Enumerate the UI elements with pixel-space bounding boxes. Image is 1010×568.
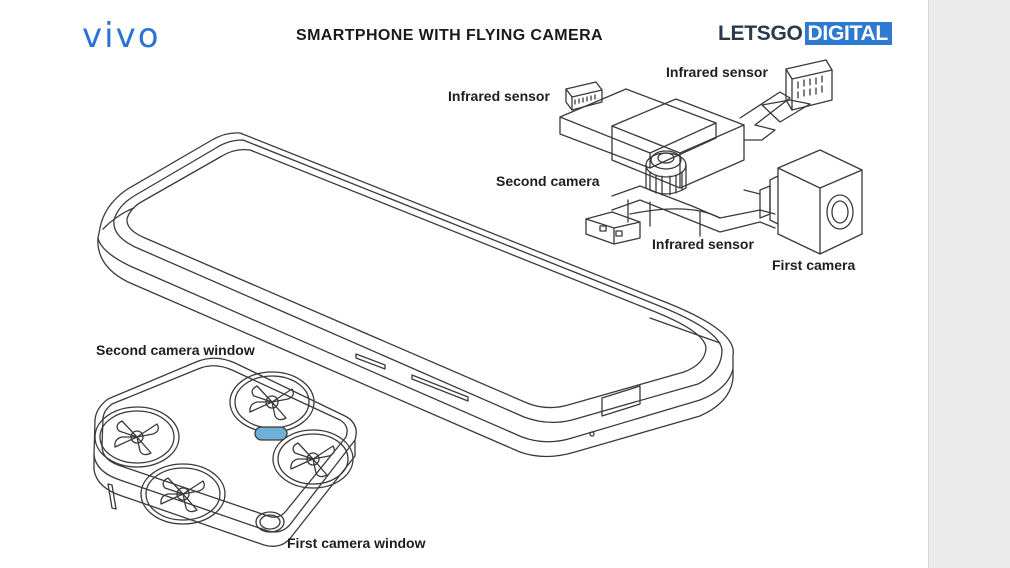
label-second-camera-window: Second camera window bbox=[96, 342, 255, 358]
publisher-logo-part2: DIGITAL bbox=[804, 22, 892, 45]
label-infrared-sensor-bottom: Infrared sensor bbox=[652, 236, 754, 252]
publisher-logo-part1: LETSGO bbox=[718, 22, 803, 45]
label-first-camera-window: First camera window bbox=[287, 535, 426, 551]
page-margin bbox=[928, 0, 1010, 568]
figure-title: SMARTPHONE WITH FLYING CAMERA bbox=[296, 27, 604, 44]
camera-module-illustration bbox=[559, 59, 863, 255]
drone-illustration bbox=[93, 357, 357, 547]
smartphone-illustration bbox=[97, 132, 734, 458]
patent-line-drawing bbox=[93, 59, 863, 547]
label-infrared-sensor-top-right: Infrared sensor bbox=[666, 64, 768, 80]
figure-canvas: vivo SMARTPHONE WITH FLYING CAMERA LETSG… bbox=[0, 0, 928, 568]
label-second-camera: Second camera bbox=[496, 173, 600, 189]
label-infrared-sensor-left: Infrared sensor bbox=[448, 88, 550, 104]
label-first-camera: First camera bbox=[772, 257, 856, 273]
vivo-brand-logo: vivo bbox=[82, 16, 161, 56]
